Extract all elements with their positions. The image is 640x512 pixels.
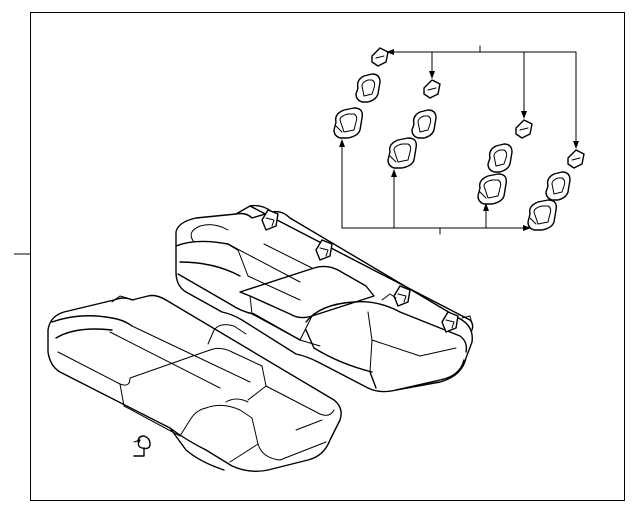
leader-lines-top bbox=[386, 45, 579, 149]
headrest-guide-4 bbox=[545, 171, 571, 201]
rear-seat-cushion bbox=[47, 294, 342, 473]
seat-back-guide-2 bbox=[315, 239, 333, 261]
hook-clip bbox=[133, 435, 151, 457]
headrest-guide-6 bbox=[387, 137, 418, 169]
diagram-frame bbox=[30, 12, 625, 501]
seat-back-guide-3 bbox=[393, 285, 411, 307]
headrest-guide-5 bbox=[333, 107, 364, 139]
headrest-guide-3 bbox=[487, 143, 513, 173]
guide-cover-1 bbox=[371, 47, 389, 67]
leader-lines-bottom bbox=[339, 139, 531, 235]
guide-cover-3 bbox=[515, 119, 533, 139]
headrest-guide-7 bbox=[477, 173, 508, 205]
guide-cover-4 bbox=[567, 149, 585, 169]
seat-back-guide-4 bbox=[441, 311, 459, 333]
rear-seat-back bbox=[175, 204, 474, 393]
seat-back-guide-1 bbox=[261, 209, 279, 231]
headrest-guide-1 bbox=[355, 73, 381, 103]
headrest-guide-set bbox=[333, 45, 585, 235]
headrest-guide-8 bbox=[527, 199, 558, 231]
guide-cover-2 bbox=[423, 79, 441, 99]
headrest-guide-2 bbox=[411, 109, 437, 139]
